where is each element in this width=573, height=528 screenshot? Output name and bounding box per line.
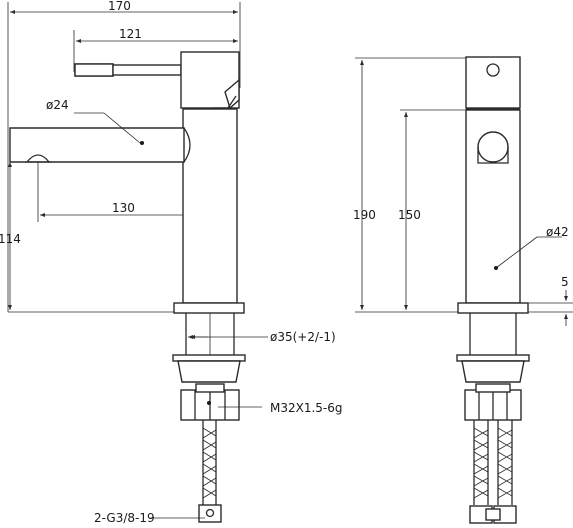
base-plate (173, 302, 245, 314)
aerator (26, 154, 50, 163)
label-body-height: 150 (398, 208, 421, 222)
label-spout-reach: 130 (112, 201, 135, 215)
label-lever-length: 121 (119, 27, 142, 41)
label-base-height: 5 (561, 275, 569, 289)
leader-body-diameter (495, 236, 538, 269)
faucet-body (182, 108, 238, 304)
supply-hose (202, 420, 217, 505)
spout (9, 127, 185, 163)
label-spout-diameter: ø24 (46, 98, 69, 112)
side-cap (465, 56, 521, 109)
label-thread: M32X1.5-6g (270, 401, 343, 415)
hose-fitting (198, 504, 222, 523)
label-overall-length: 170 (108, 0, 131, 13)
label-body-diameter: ø42 (546, 225, 569, 239)
lever-handle (112, 64, 182, 76)
label-total-height: 190 (353, 208, 376, 222)
washer (172, 354, 246, 362)
label-connection: 2-G3/8-19 (94, 511, 155, 525)
front-view (7, 2, 268, 523)
side-view (355, 56, 573, 524)
side-hoses (473, 420, 513, 505)
label-spout-height: 114 (0, 232, 21, 246)
label-mount-hole: ø35(+2/-1) (270, 330, 336, 344)
